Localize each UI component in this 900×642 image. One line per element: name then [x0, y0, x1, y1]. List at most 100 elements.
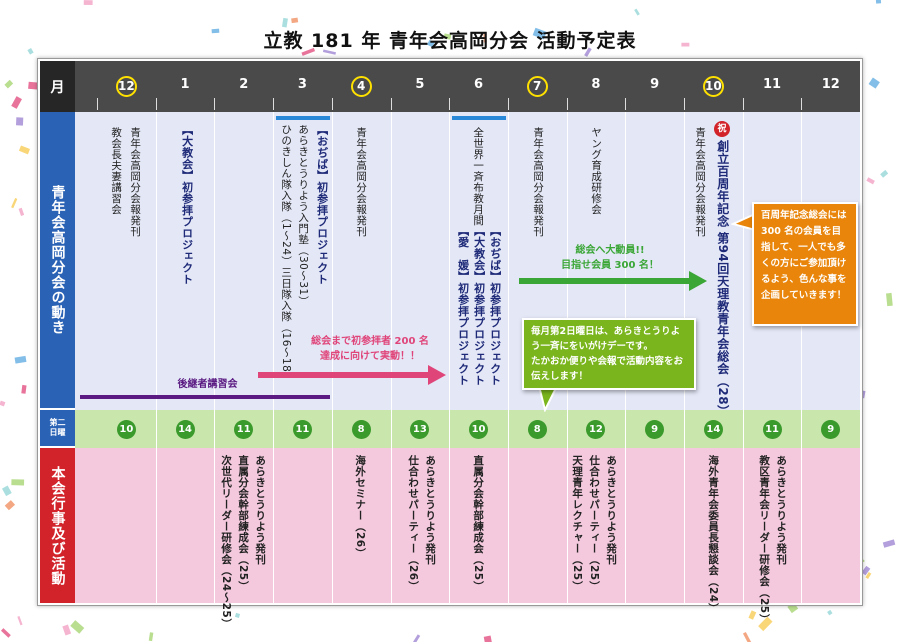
confetti-piece [18, 207, 25, 217]
month-label: 12 [821, 77, 840, 92]
confetti-piece [11, 479, 25, 486]
second-sunday-date: 14 [175, 420, 195, 439]
month-label: 11 [762, 77, 782, 92]
confetti-piece [868, 77, 880, 89]
column-divider [331, 112, 333, 603]
confetti-piece [234, 612, 241, 618]
pink-arrow-line: 達成に向けて実動！！ [320, 351, 420, 362]
confetti-piece [70, 620, 85, 634]
month-tick [684, 98, 685, 110]
month-tick [625, 98, 627, 110]
event-text: あらきとうりよう発刊 [775, 455, 788, 565]
event-text: 海外セミナー（26） [354, 455, 367, 559]
confetti-piece [17, 615, 23, 626]
month-tick [449, 98, 451, 110]
column-divider [801, 112, 803, 603]
confetti-piece [281, 17, 288, 28]
event-text: あらきとうりよう入門塾（30～31） [297, 124, 310, 307]
month-label: 7 [526, 76, 548, 97]
month-tick [390, 98, 392, 110]
confetti-piece [427, 39, 435, 48]
callout-line: たかおか便りや会報で活動内容をお伝えします！ [531, 356, 684, 382]
second-sunday-date: 8 [527, 420, 547, 439]
month-tick [155, 98, 157, 110]
confetti-piece [748, 610, 757, 620]
event-text: 【おぢば】初参拝プロジェクト [315, 124, 329, 285]
confetti-piece [758, 616, 773, 632]
confetti-piece [1, 485, 12, 497]
event-text: 青年会高岡分会報発刊 [532, 127, 545, 237]
branch-row-label: 青年会高岡分会の動き [40, 112, 75, 410]
confetti-piece [866, 177, 875, 185]
confetti-piece [886, 292, 893, 307]
event-text: 【大教会】初参拝プロジェクト [472, 225, 486, 386]
confetti-piece [15, 117, 24, 126]
celebration-badge: 祝 [714, 121, 730, 137]
green-arrow-line: 目指せ会員 300 名！ [561, 260, 659, 271]
second-sunday-date: 11 [292, 420, 312, 439]
month-header-label: 月 [40, 61, 75, 112]
page-title: 立教 181 年 青年会高岡分会 活動予定表 [263, 30, 637, 52]
confetti-piece [148, 632, 154, 642]
confetti-piece [742, 632, 752, 642]
column-divider [155, 112, 157, 603]
confetti-piece [322, 49, 336, 55]
month-label: 10 [702, 76, 724, 97]
confetti-piece [18, 145, 30, 155]
second-sunday-date: 9 [645, 420, 665, 439]
second-sunday-date: 11 [762, 420, 782, 439]
month-2: 2 [214, 76, 273, 94]
event-text: 青年会高岡分会報発刊 [694, 127, 707, 237]
month-tick [214, 98, 216, 110]
second-sunday-date: 12 [586, 420, 606, 439]
month-tick [331, 98, 333, 110]
confetti-piece [861, 565, 871, 576]
month-label: 4 [350, 76, 372, 97]
month-3: 3 [273, 76, 332, 94]
month-label: 6 [474, 77, 484, 92]
event-text: ひのきしん隊入隊（1～24）三日隊入隊（16～18） [280, 124, 293, 384]
second-sunday-callout: 毎月第2日曜日は、あらきとうりよう一斉にをいがけデーです。たかおか便りや会報で活… [522, 318, 696, 390]
event-text-general-meeting: 創立百周年記念 第94回天理教青年会総会（28） [715, 140, 730, 418]
column-divider [449, 112, 451, 603]
column-divider [390, 112, 392, 603]
month-4: 4 [332, 76, 391, 97]
confetti-piece [412, 634, 421, 642]
second-sunday-date: 13 [410, 420, 430, 439]
month-tick [97, 98, 98, 110]
green-arrow [519, 271, 707, 291]
pink-arrow-text: 総会まで初参拝者 200 名達成に向けて実動！！ [290, 334, 450, 364]
event-text: 海外青年会委員長懇談会（24） [707, 455, 720, 614]
event-text: あらきとうりよう発刊 [254, 455, 267, 565]
month-tick [273, 98, 275, 110]
month-label: 3 [297, 77, 307, 92]
confetti-piece [28, 81, 40, 90]
green-arrow-text: 総会へ大動員!!目指せ会員 300 名！ [535, 243, 685, 273]
month-12: 12 [801, 76, 860, 94]
confetti-piece [11, 197, 18, 209]
main-row-label: 本会行事及び活動 [40, 448, 75, 603]
month-1: 1 [156, 76, 215, 94]
confetti-piece [4, 79, 14, 89]
event-text: 青年会高岡分会報発刊 [129, 127, 142, 237]
successor-course-bar [80, 395, 330, 399]
second-sunday-date: 10 [116, 420, 136, 439]
second-sunday-date: 11 [234, 420, 254, 439]
confetti-piece [291, 17, 299, 24]
month-tick [801, 98, 803, 110]
confetti-piece [27, 48, 34, 55]
month-11: 11 [743, 76, 802, 94]
confetti-piece [483, 33, 487, 43]
month-8: 8 [567, 76, 626, 94]
month-9: 9 [625, 76, 684, 94]
month-label: 9 [650, 77, 660, 92]
month-tick [507, 98, 509, 110]
month-7: 7 [508, 76, 567, 97]
event-text: 次世代リーダー研修会（24～25） [220, 455, 233, 630]
month-10: 10 [684, 76, 743, 97]
confetti-piece [827, 609, 833, 616]
confetti-piece [11, 96, 22, 109]
event-text: 仕合わせパーティー（26） [407, 455, 420, 592]
period-bar [276, 116, 330, 120]
confetti-piece [301, 47, 316, 56]
